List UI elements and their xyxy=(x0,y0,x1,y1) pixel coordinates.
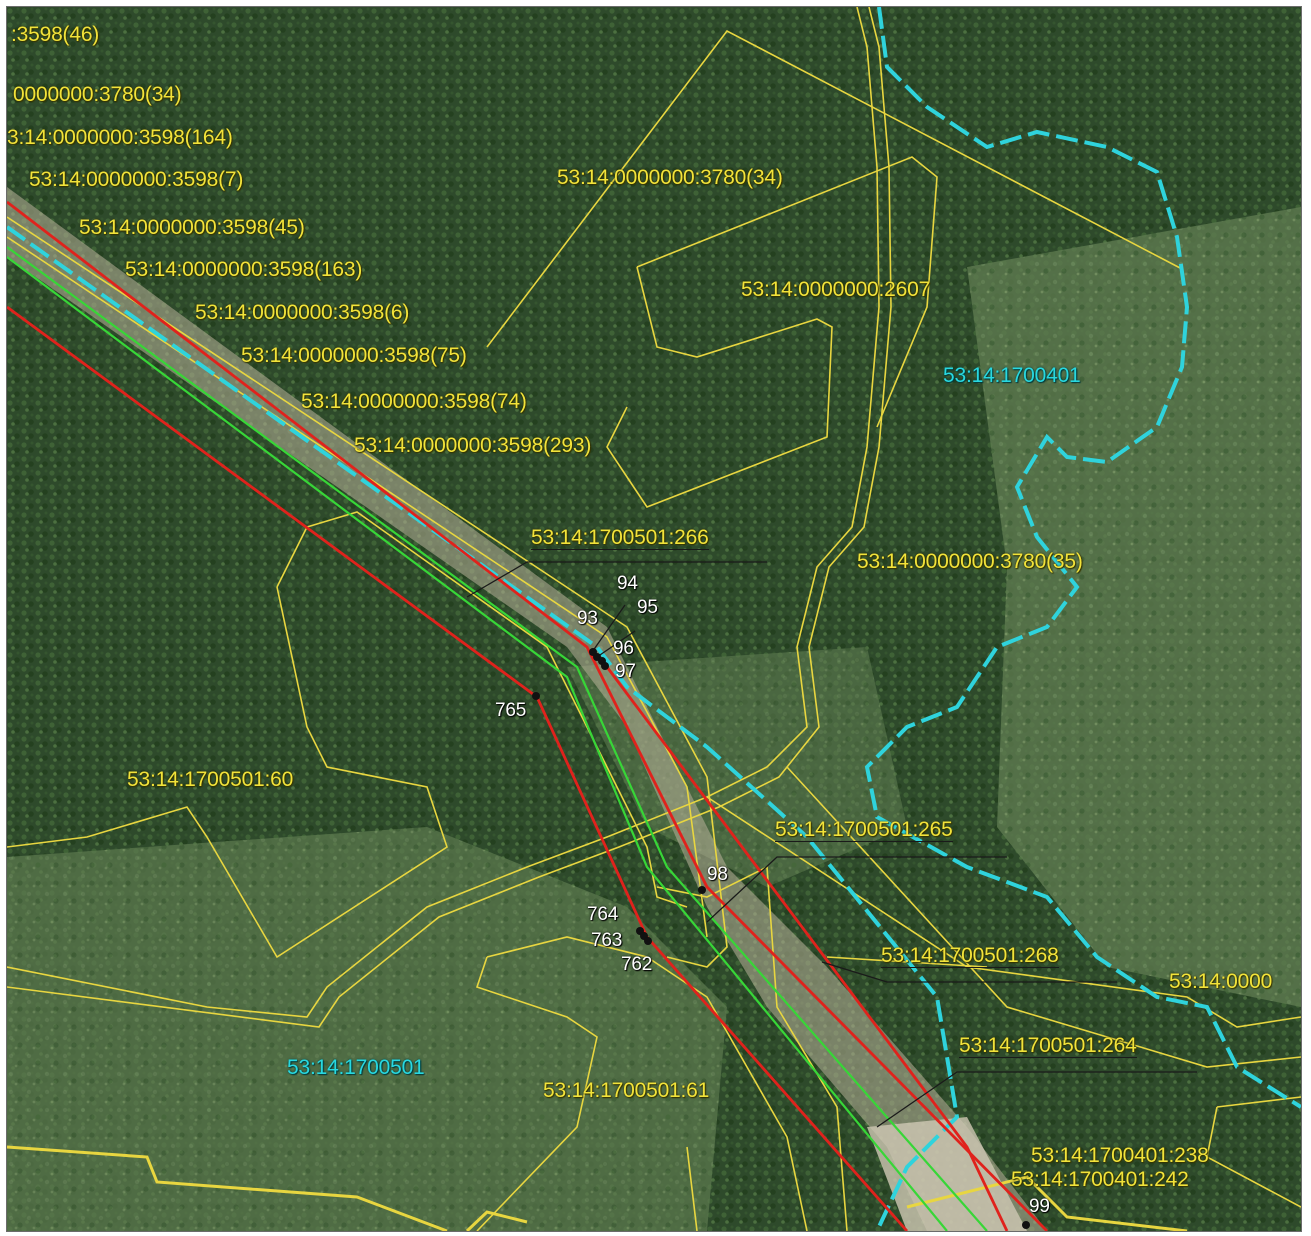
parcel-label: 53:14:1700501:265 xyxy=(775,818,953,842)
parcel-label: 53:14:1700401:242 xyxy=(1011,1168,1189,1191)
point-label: 764 xyxy=(587,904,619,925)
road-surface xyxy=(867,1117,1027,1231)
point-markers xyxy=(532,648,1030,1229)
parcel-label: 53:14:1700401:238 xyxy=(1031,1144,1209,1167)
point-label: 95 xyxy=(637,597,658,618)
planned-lines-red xyxy=(7,200,1048,1231)
planned-lines-green xyxy=(7,246,988,1231)
parcel-boundaries xyxy=(7,7,1301,1231)
parcel-label: 53:14:0000000:3598(293) xyxy=(354,434,592,457)
parcel-label: 53:14:0000000:3780(35) xyxy=(857,550,1083,573)
point-label: 96 xyxy=(613,638,634,659)
parcel-label: 53:14:0000000:3598(74) xyxy=(301,390,527,413)
parcel-label: 53:14:0000000:2607 xyxy=(741,278,931,301)
point-label: 93 xyxy=(577,608,598,629)
terrain-meadow-center xyxy=(567,647,907,887)
quarter-label: 53:14:1700501 xyxy=(287,1056,425,1079)
parcel-boundaries-thick xyxy=(7,1145,1188,1231)
parcel-label: 53:14:0000000:3598(75) xyxy=(241,344,467,367)
point-label: 98 xyxy=(707,864,728,885)
cleared-corridor xyxy=(7,187,1047,1231)
parcel-label: 53:14:0000000:3598(45) xyxy=(79,216,305,239)
parcel-label: 53:14:1700501:61 xyxy=(543,1079,710,1102)
parcel-label: 53:14:1700501:266 xyxy=(531,526,709,550)
point-label: 763 xyxy=(591,930,623,951)
point-label: 94 xyxy=(617,573,638,594)
parcel-label: 0000000:3780(34) xyxy=(13,83,182,106)
terrain-meadow-south xyxy=(7,827,727,1231)
parcel-label: 53:14:0000000:3598(6) xyxy=(195,301,410,324)
map-canvas[interactable] xyxy=(7,7,1301,1231)
parcel-label: 53:14:0000000:3598(163) xyxy=(125,258,363,281)
point-label: 97 xyxy=(615,661,636,682)
quarter-label: 53:14:1700401 xyxy=(943,364,1081,387)
parcel-label: 53:14:1700501:268 xyxy=(881,944,1059,968)
parcel-label: :3598(46) xyxy=(11,23,100,46)
parcel-label: 53:14:0000 xyxy=(1169,970,1273,993)
terrain-meadow-east xyxy=(967,207,1301,1007)
parcel-label: 53:14:0000000:3780(34) xyxy=(557,166,783,189)
parcel-label: 53:14:0000000:3598(7) xyxy=(29,168,244,191)
leader-lines xyxy=(466,561,1197,1128)
point-label: 99 xyxy=(1029,1196,1050,1217)
parcel-label: 53:14:1700501:60 xyxy=(127,768,294,791)
point-label: 765 xyxy=(495,700,527,721)
parcel-label: 3:14:0000000:3598(164) xyxy=(7,126,233,149)
quarter-boundaries xyxy=(7,7,1301,1231)
cadastral-map[interactable]: :3598(46) 0000000:3780(34) 3:14:0000000:… xyxy=(6,6,1302,1232)
parcel-label: 53:14:1700501:264 xyxy=(959,1034,1137,1058)
point-label: 762 xyxy=(621,954,653,975)
